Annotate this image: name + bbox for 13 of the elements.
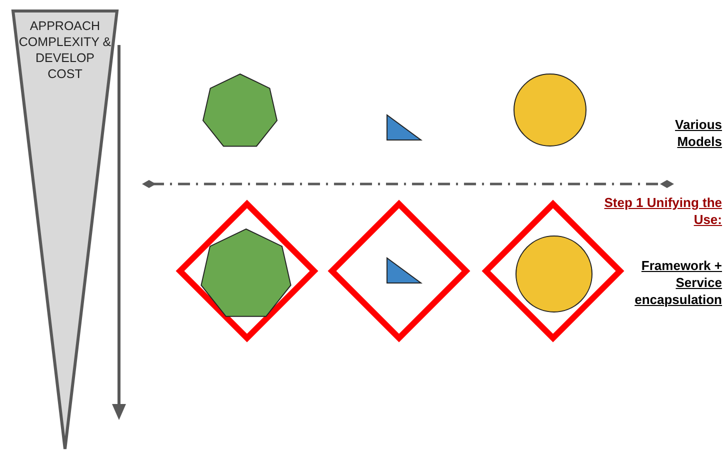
funnel-triangle	[12, 10, 118, 450]
diamond-shape	[177, 201, 317, 341]
side-label: Framework + Service encapsulation	[634, 257, 722, 308]
circle-shape	[513, 73, 587, 147]
circle-shape	[515, 235, 593, 313]
heptagon-shape	[200, 227, 292, 319]
side-label: Step 1 Unifying the Use:	[604, 194, 722, 228]
triangle-shape	[386, 114, 422, 141]
side-label: Various Models	[675, 116, 722, 150]
heptagon-shape	[202, 72, 278, 148]
funnel-label: APPROACH COMPLEXITY & DEVELOP COST	[18, 18, 112, 82]
triangle-shape	[386, 257, 422, 284]
diamond-shape	[329, 201, 469, 341]
